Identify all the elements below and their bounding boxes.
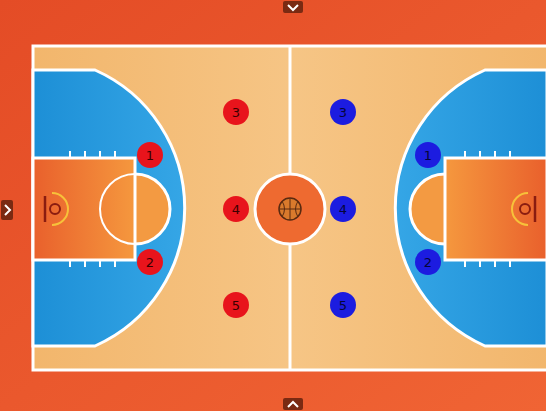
blue-player: 2 <box>415 249 441 275</box>
red-player: 3 <box>223 99 249 125</box>
red-player: 4 <box>223 196 249 222</box>
player-number: 1 <box>146 149 154 162</box>
player-number: 5 <box>232 299 240 312</box>
blue-player: 3 <box>330 99 356 125</box>
player-number: 5 <box>339 299 347 312</box>
red-player: 1 <box>137 142 163 168</box>
player-number: 2 <box>146 256 154 269</box>
blue-player: 5 <box>330 292 356 318</box>
player-number: 4 <box>339 203 347 216</box>
blue-player: 4 <box>330 196 356 222</box>
red-player: 5 <box>223 292 249 318</box>
player-number: 1 <box>424 149 432 162</box>
player-number: 4 <box>232 203 240 216</box>
player-number: 3 <box>232 106 240 119</box>
red-player: 2 <box>137 249 163 275</box>
scroll-arrow <box>1 1 303 410</box>
basketball <box>279 198 301 220</box>
player-number: 3 <box>339 106 347 119</box>
blue-player: 1 <box>415 142 441 168</box>
player-number: 2 <box>424 256 432 269</box>
